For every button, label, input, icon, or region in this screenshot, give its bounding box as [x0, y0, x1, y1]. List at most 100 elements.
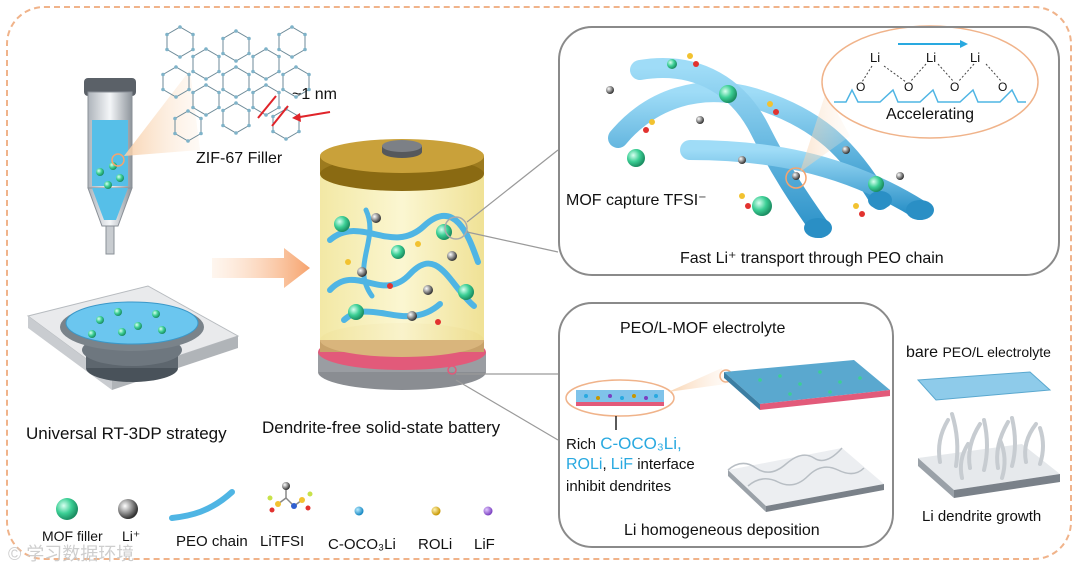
legend-litfsi-label: LiTFSI	[260, 533, 305, 550]
lattice-node	[204, 83, 208, 87]
lattice-node	[264, 83, 268, 87]
lattice-node	[247, 36, 251, 41]
lattice-node	[221, 72, 225, 77]
lattice-node	[264, 113, 268, 117]
lattice-node	[234, 59, 238, 63]
dendrite-growth-label: Li dendrite growth	[922, 508, 1042, 525]
legend-c-oco3li-label: C-OCO₃Li	[328, 536, 396, 553]
comma-text: ,	[602, 456, 611, 473]
lattice-node	[178, 25, 182, 29]
lattice-node	[251, 105, 255, 110]
pore-arrowhead	[292, 113, 301, 122]
lattice-node	[191, 69, 195, 74]
legend-li-label: Li⁺	[122, 528, 141, 544]
lattice-node	[234, 65, 238, 69]
lattice-node	[247, 72, 251, 77]
legend-roli-label: ROLi	[418, 536, 453, 553]
lattice-node	[174, 65, 178, 69]
lattice-node	[187, 87, 191, 92]
lattice-node	[290, 55, 294, 59]
lattice-node	[221, 51, 225, 56]
lattice-node	[204, 47, 208, 51]
o-label-4: O	[998, 80, 1008, 94]
rich-line-2: ROLi, LiF interface	[566, 456, 695, 474]
lattice-node	[217, 54, 221, 59]
bare-electrolyte-detail	[916, 371, 1060, 498]
homogeneous-label: Li homogeneous deposition	[624, 522, 820, 539]
lattice-node	[173, 131, 177, 136]
bare-electrolyte-label: bare PEO/L electrolyte	[906, 344, 1051, 362]
magnify-cone	[124, 70, 200, 156]
lattice-node	[165, 47, 169, 52]
lattice-node	[307, 87, 311, 92]
lattice-node	[191, 32, 195, 37]
lattice-node	[251, 54, 255, 59]
c-oco3li-icon	[354, 506, 364, 516]
callout-line-top	[466, 149, 559, 223]
lattice-node	[297, 129, 301, 134]
top-right-panel	[558, 26, 1060, 276]
lattice-node	[264, 47, 268, 51]
o-label-1: O	[856, 80, 866, 94]
process-arrow-icon	[212, 248, 310, 288]
lattice-node	[251, 90, 255, 95]
lattice-node	[234, 101, 238, 105]
lattice-node	[221, 36, 225, 41]
lattice-node	[247, 108, 251, 113]
lattice-node	[234, 131, 238, 135]
lattice-node	[173, 116, 177, 121]
o-label-3: O	[950, 80, 960, 94]
c-oco3li-text: C-OCO₃Li,	[600, 434, 682, 453]
li-label-1: Li	[870, 50, 881, 65]
lattice-node	[221, 108, 225, 113]
lattice-node	[271, 114, 275, 119]
zif67-filler-label: ZIF-67 Filler	[196, 150, 283, 167]
mof-filler-icon	[56, 498, 78, 520]
rich-word: Rich	[566, 436, 601, 453]
lattice-node	[281, 87, 285, 92]
lattice-node	[187, 72, 191, 77]
lattice-node	[251, 69, 255, 74]
lattice-node	[217, 69, 221, 74]
lattice-node	[191, 90, 195, 95]
lattice-node	[247, 87, 251, 92]
lattice-node	[186, 109, 190, 113]
lattice-node	[221, 123, 225, 128]
lattice-node	[217, 105, 221, 110]
lattice-node	[234, 95, 238, 99]
li-ion-icon	[118, 499, 138, 519]
lattice-node	[161, 72, 165, 77]
pore-marker-2	[271, 105, 289, 127]
accelerating-label: Accelerating	[886, 106, 975, 123]
lattice-node	[277, 47, 281, 52]
o-label-2: O	[904, 80, 914, 94]
printing-platform	[26, 285, 240, 390]
zif67-lattice-icon	[161, 25, 311, 143]
lattice-node	[284, 137, 288, 141]
lattice-node	[281, 72, 285, 77]
peo-chain-detail	[606, 53, 934, 238]
lattice-node	[303, 32, 307, 37]
roli-icon	[431, 506, 441, 516]
lattice-node	[307, 72, 311, 77]
lattice-node	[294, 65, 298, 69]
battery-label: Dendrite-free solid-state battery	[262, 418, 501, 437]
mof-capture-label: MOF capture TFSI⁻	[566, 192, 707, 209]
zoom-cone-top	[800, 92, 850, 172]
lattice-node	[277, 69, 281, 74]
litfsi-icon	[267, 482, 313, 513]
li-label-2: Li	[926, 50, 937, 65]
watermark: © 学习数据环境	[8, 544, 135, 564]
lattice-node	[186, 139, 190, 143]
bare-prefix: bare	[906, 344, 943, 361]
lattice-node	[221, 87, 225, 92]
lattice-node	[247, 51, 251, 56]
lattice-node	[174, 95, 178, 99]
legend-mof-label: MOF filler	[42, 528, 103, 544]
lattice-node	[277, 90, 281, 95]
outer-dashed-border	[6, 6, 1072, 560]
rich-line-1: Rich C-OCO₃Li,	[566, 434, 682, 454]
lif-text: LiF	[610, 456, 634, 473]
callout-line-mid	[466, 231, 559, 253]
